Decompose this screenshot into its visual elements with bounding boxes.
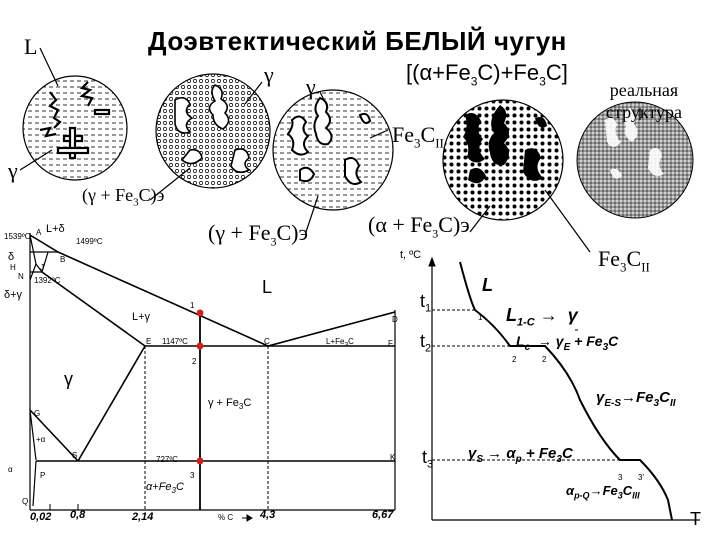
region-L-delta: L+δ bbox=[46, 223, 65, 235]
reaction-4: γS → αp + Fe3C bbox=[468, 445, 573, 465]
reaction-5: αp-Q→Fe3CIII bbox=[566, 483, 640, 501]
marker-2 bbox=[196, 342, 204, 350]
label-gamma-fe3c-e-left: (γ + Fe3C)э bbox=[82, 185, 165, 209]
t1-label: t1 bbox=[420, 291, 432, 315]
point-J: J bbox=[40, 263, 44, 272]
page-title: Доэвтектический БЕЛЫЙ чугун bbox=[148, 26, 567, 56]
point-N: N bbox=[18, 272, 24, 281]
micro-room-temp bbox=[442, 99, 564, 221]
label-L-micro: L bbox=[24, 34, 38, 59]
region-L: L bbox=[262, 277, 273, 297]
real-structure-line1: реальная bbox=[609, 80, 679, 100]
xtick-2-14: 2,14 bbox=[132, 511, 154, 523]
point-Q: Q bbox=[22, 497, 29, 506]
region-gamma-fe3c: γ + Fe3C bbox=[208, 397, 252, 412]
marker-label-1: 1 bbox=[190, 301, 195, 310]
label-gamma-left: γ bbox=[8, 158, 18, 183]
region-gamma: γ bbox=[64, 369, 73, 389]
micro-liquid bbox=[22, 75, 128, 181]
xtick-0-8: 0,8 bbox=[70, 509, 86, 521]
curve-point-2a: 2 bbox=[512, 355, 517, 364]
temp-1499: 1499ºC bbox=[76, 237, 103, 246]
xtick-4-3: 4,3 bbox=[260, 509, 276, 521]
micro-gamma-dendrites bbox=[155, 73, 271, 189]
region-delta-gamma: δ+γ bbox=[4, 289, 23, 301]
cooling-curve bbox=[428, 256, 700, 521]
t2-label: t2 bbox=[420, 331, 432, 355]
region-delta: δ bbox=[8, 251, 15, 263]
label-gamma-fe3c-e-mid: (γ + Fe3C)э bbox=[208, 220, 308, 249]
temp-1147: 1147ºC bbox=[162, 337, 188, 346]
point-K: K bbox=[390, 453, 396, 462]
marker-1 bbox=[196, 309, 204, 317]
marker-label-3: 3 bbox=[190, 471, 195, 480]
curve-point-2b: 2 bbox=[542, 355, 547, 364]
micro-ledeburite-hot bbox=[272, 89, 394, 211]
label-ledeburite: [(α+Fe3C)+Fe3C] bbox=[406, 60, 568, 89]
region-L-gamma: L+γ bbox=[132, 311, 151, 323]
curve-point-3b: 3' bbox=[638, 473, 644, 482]
label-fe3c-ii-mid: Fe3CII bbox=[392, 122, 444, 151]
point-B: B bbox=[60, 255, 66, 264]
point-C: C bbox=[264, 337, 270, 346]
marker-3 bbox=[196, 457, 204, 465]
marker-label-2: 2 bbox=[192, 357, 197, 366]
point-E: E bbox=[146, 337, 152, 346]
label-fe3c-ii-right: Fe3CII bbox=[598, 246, 650, 275]
region-alpha-fe3c: α+Fe3C bbox=[146, 481, 184, 496]
micro-real-photo bbox=[576, 101, 694, 219]
micro-pointers bbox=[19, 47, 641, 253]
point-S: S bbox=[72, 451, 78, 460]
xtick-6-67: 6,67 bbox=[372, 509, 394, 521]
cooling-x-label: T bbox=[690, 509, 701, 529]
x-axis-label: % C bbox=[218, 513, 234, 522]
cooling-y-label: t, ºC bbox=[400, 249, 422, 261]
reaction-1: L1-C → γ bbox=[506, 305, 578, 329]
point-D: D bbox=[392, 315, 398, 324]
region-L-fe3c: L+Fe3C bbox=[326, 337, 354, 349]
point-A: A bbox=[36, 228, 42, 237]
label-gamma-mid: γ bbox=[306, 74, 316, 99]
point-H: H bbox=[10, 263, 16, 272]
t3-label: t3 bbox=[422, 447, 434, 471]
temp-1539: 1539ºC bbox=[4, 232, 31, 241]
point-F: F bbox=[388, 339, 393, 348]
real-structure-line2: структура bbox=[606, 101, 682, 122]
phase-diagram bbox=[29, 233, 396, 522]
label-real-structure: реальная структура bbox=[606, 80, 682, 123]
reaction-2: Lc → γE + Fe3C bbox=[516, 333, 619, 353]
curve-point-1a: 1 bbox=[478, 313, 483, 322]
reaction-3: γE-S→Fe3CII bbox=[596, 389, 676, 409]
temp-727: 727ºC bbox=[156, 455, 179, 464]
label-gamma-top: γ bbox=[264, 62, 274, 87]
curve-point-3a: 3 bbox=[618, 473, 623, 482]
point-G: G bbox=[34, 409, 41, 418]
region-alpha: α bbox=[8, 465, 13, 474]
temp-1392: 1392ºC bbox=[34, 276, 61, 285]
xtick-0-02: 0,02 bbox=[30, 511, 52, 523]
region-plus-alpha: +α bbox=[36, 435, 46, 444]
cooling-L: L bbox=[482, 275, 493, 295]
label-alpha-fe3c-e: (α + Fe3C)э bbox=[368, 212, 470, 241]
point-P: P bbox=[40, 471, 46, 480]
